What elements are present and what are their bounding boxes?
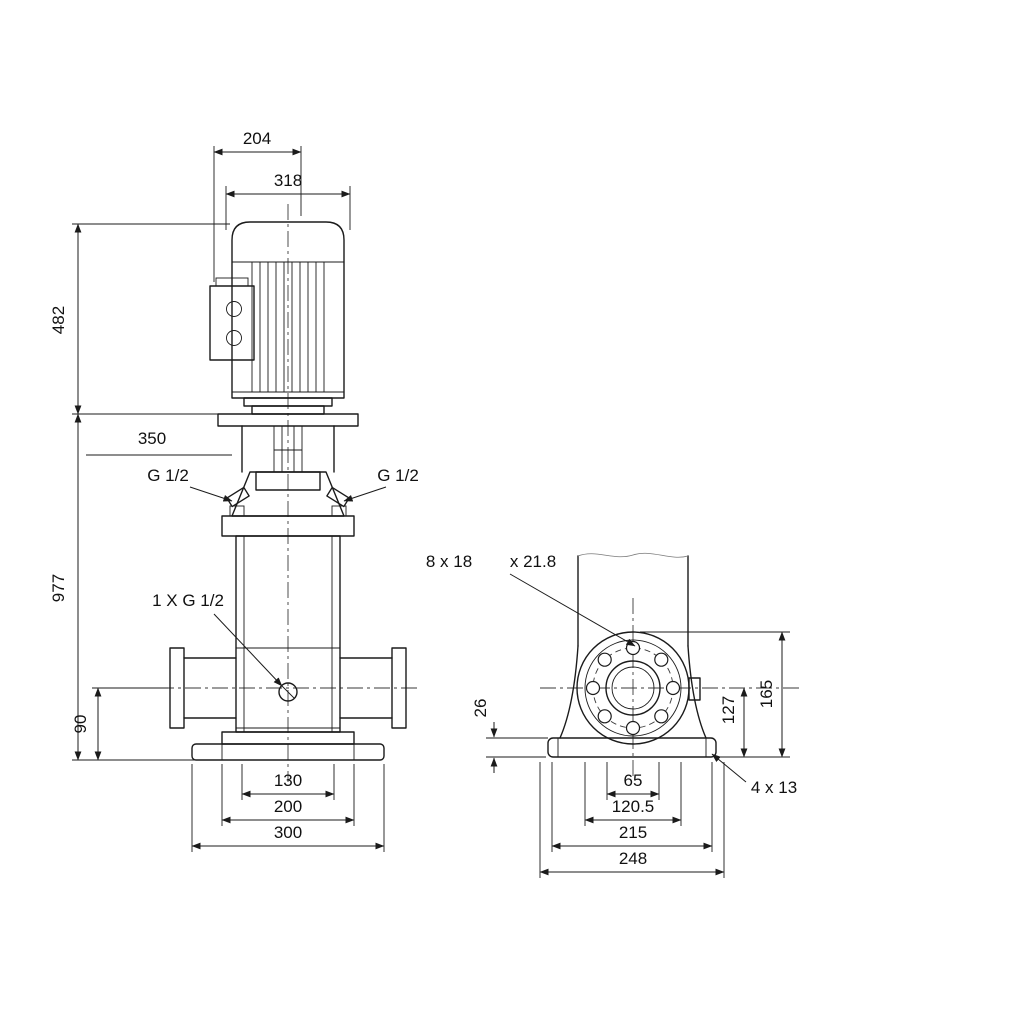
vent-plug-right: [326, 486, 350, 508]
side-dimensions: 8 x 18 x 21.8 26 127 165 65: [426, 552, 797, 878]
flange-tab: [688, 677, 701, 701]
base-slots-label: 4 x 13: [751, 778, 797, 797]
pump-base-front: [191, 731, 385, 761]
dim-200: 200: [274, 797, 302, 816]
port-label-left: G 1/2: [147, 466, 189, 485]
motor-fins: [251, 262, 325, 392]
side-view: 8 x 18 x 21.8 26 127 165 65: [426, 552, 800, 878]
port-label-right: G 1/2: [377, 466, 419, 485]
bolt-holes-label: 8 x 18: [426, 552, 472, 571]
side-flanges: [169, 647, 407, 729]
dim-248: 248: [619, 849, 647, 868]
pump-base-side: [547, 737, 717, 758]
front-dimensions: 204 318 482 977 350 G 1/2 G 1/2 1 X G 1/…: [49, 129, 419, 852]
dim-350: 350: [138, 429, 166, 448]
terminal-box: [209, 277, 255, 361]
flange-face-right: [391, 647, 407, 729]
front-view: 204 318 482 977 350 G 1/2 G 1/2 1 X G 1/…: [49, 129, 419, 852]
drain-plug: [278, 682, 298, 702]
break-line: [577, 552, 689, 558]
flange-face-left: [169, 647, 185, 729]
dim-165: 165: [757, 680, 776, 708]
dim-300: 300: [274, 823, 302, 842]
dim-120-5: 120.5: [612, 797, 655, 816]
dim-318: 318: [274, 171, 302, 190]
vent-plug-left: [226, 486, 250, 508]
dim-26: 26: [471, 699, 490, 718]
port-bore: [605, 660, 661, 716]
dim-130: 130: [274, 771, 302, 790]
pump-column-side: [559, 552, 707, 739]
terminal-box-gland-bottom: [226, 330, 242, 346]
counterbore-label: x 21.8: [510, 552, 556, 571]
stud-nut-right: [331, 505, 347, 517]
stud-nut-left: [229, 505, 245, 517]
dim-204: 204: [243, 129, 271, 148]
dim-977: 977: [49, 574, 68, 602]
motor-body: [231, 221, 345, 399]
terminal-box-gland-top: [226, 301, 242, 317]
dim-482: 482: [49, 306, 68, 334]
drain-label: 1 X G 1/2: [152, 591, 224, 610]
dim-65: 65: [624, 771, 643, 790]
dim-215: 215: [619, 823, 647, 842]
dim-127: 127: [719, 696, 738, 724]
dim-90: 90: [71, 715, 90, 734]
